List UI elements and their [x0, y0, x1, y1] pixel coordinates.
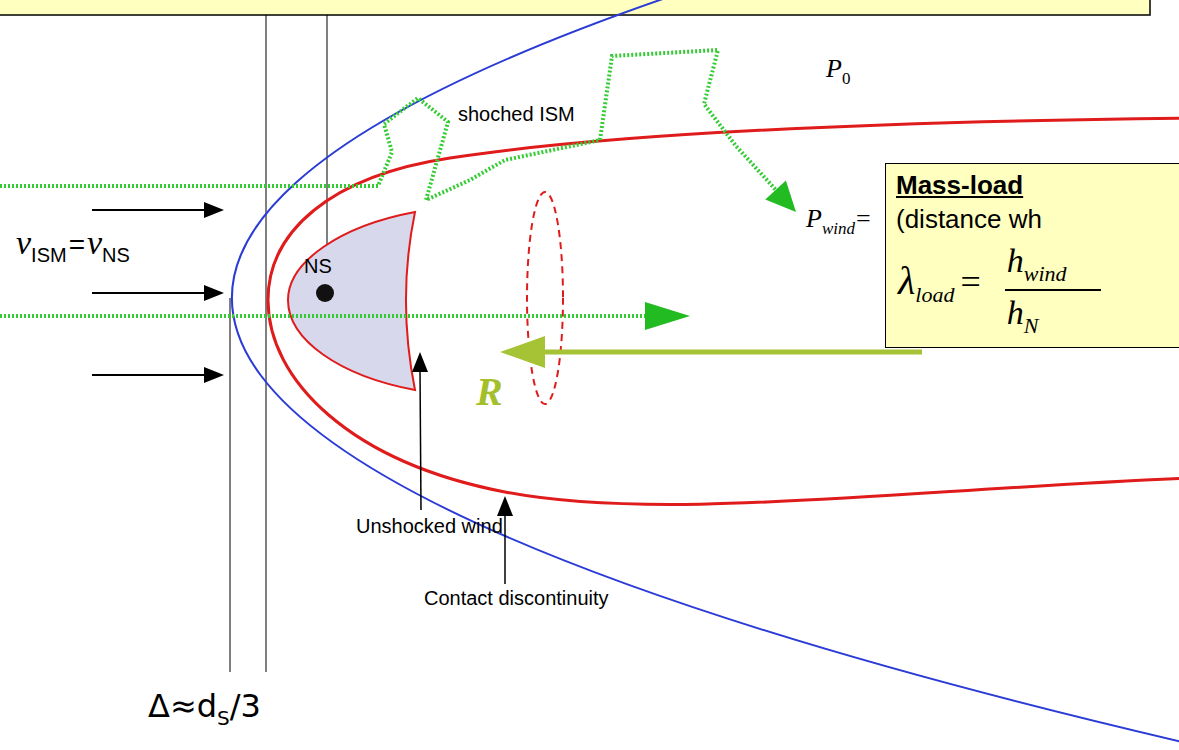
subscript: N [1024, 313, 1039, 338]
velocity-symbol: v [87, 224, 102, 261]
formula-symbol: h [1007, 294, 1024, 331]
bow-shock-curve [232, 0, 1179, 750]
dimension-text: /3 [230, 687, 261, 725]
note-text: (distance wh [896, 204, 1042, 234]
equals-sign: = [69, 229, 85, 260]
flow-arrowhead [204, 202, 224, 218]
cross-section-ellipse [527, 192, 563, 404]
flow-arrow [92, 209, 206, 211]
region-label: shoched ISM [458, 104, 575, 124]
boundary-label: Contact discontinuity [424, 588, 609, 608]
note-box: Mass-load(distance whλload=hwindhN [885, 163, 1179, 348]
subscript: wind [1024, 261, 1067, 286]
reference-line [327, 15, 328, 250]
formula-symbol: λ [898, 258, 915, 303]
particle-path [0, 50, 776, 200]
flow-arrowhead [204, 367, 224, 383]
length-symbol: R [476, 369, 503, 414]
equals-sign: = [960, 262, 980, 302]
leader-line [504, 514, 506, 584]
dimension-label: Δ≈dS/3 [148, 690, 261, 728]
note-heading-line: Mass-load [896, 172, 1023, 198]
subscript: ISM [31, 244, 67, 266]
reference-line [266, 15, 267, 672]
flow-arrow [92, 292, 206, 294]
region-label: Unshocked wind [356, 515, 503, 537]
subscript: wind [822, 219, 855, 238]
leader-line [420, 370, 421, 510]
flow-arrow [92, 374, 206, 376]
flow-arrowhead [204, 285, 224, 301]
region-label: Unshocked wind [356, 516, 503, 536]
top-panel-strip [0, 0, 1150, 15]
velocity-symbol: v [16, 224, 31, 261]
note-heading: Mass-load [896, 170, 1023, 200]
subscript: S [217, 706, 230, 730]
subscript: 0 [842, 69, 851, 88]
particle-arrowhead [765, 181, 796, 213]
equals-sign: = [856, 204, 871, 233]
denominator: hN [1005, 291, 1101, 338]
length-label: R [476, 372, 503, 412]
velocity-label: vISM=vNS [16, 226, 130, 265]
pressure-symbol: P [806, 204, 822, 233]
fraction: hwindhN [1005, 242, 1101, 338]
formula: λload=hwindhN [898, 242, 1101, 338]
subscript: NS [102, 244, 130, 266]
pressure-label: Pwind= [806, 206, 871, 237]
neutron-star-dot [316, 284, 334, 302]
dimension-text: Δ≈d [148, 687, 217, 725]
note-text-line: (distance wh [896, 206, 1042, 232]
length-arrow [540, 350, 922, 355]
region-label: shoched ISM [458, 103, 575, 125]
reference-line [230, 298, 231, 672]
leader-arrowhead [412, 352, 428, 372]
leader-arrowhead [497, 496, 513, 516]
particle-path [0, 314, 646, 318]
numerator: hwind [1005, 242, 1101, 291]
pressure-label: P0 [826, 56, 850, 87]
boundary-label: Contact discontinuity [424, 587, 609, 609]
subscript: load [915, 282, 954, 307]
pressure-symbol: P [826, 54, 842, 83]
unshocked-wind-region [288, 212, 415, 390]
star-label: NS [304, 256, 332, 276]
formula-symbol: h [1007, 242, 1024, 279]
particle-arrowhead [645, 302, 690, 330]
length-arrowhead [500, 336, 545, 368]
neutron-star-label: NS [304, 255, 332, 277]
